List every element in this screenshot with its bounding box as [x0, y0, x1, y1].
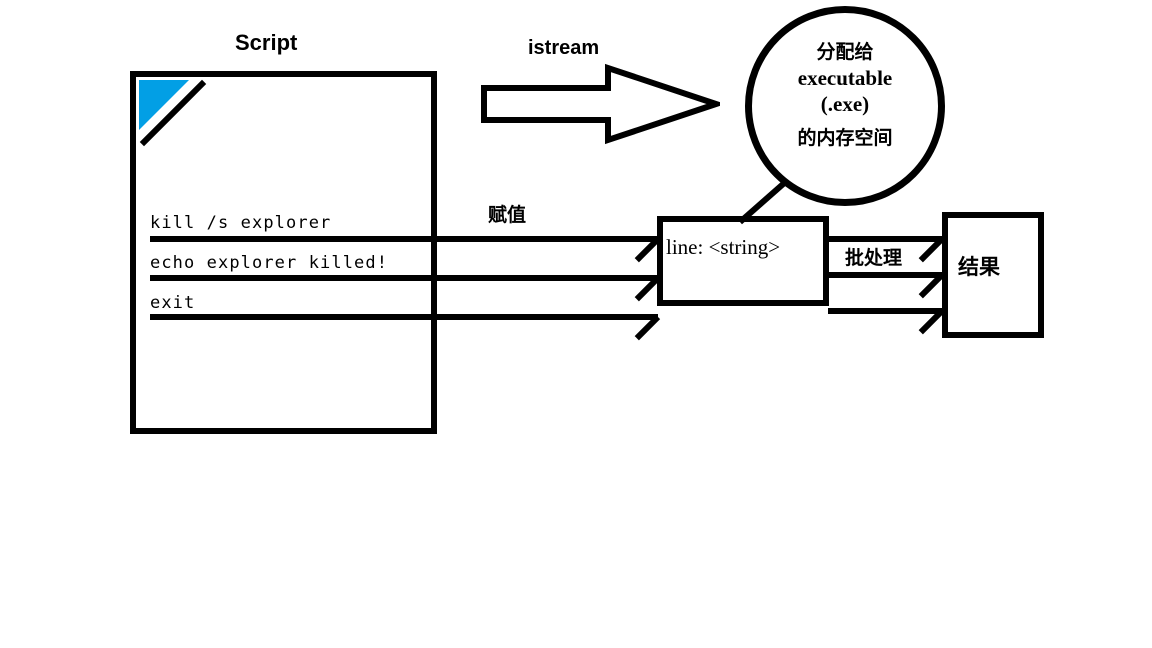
- assign-flow-line-2: [150, 275, 658, 281]
- assign-label: 赋值: [488, 205, 527, 226]
- script-code-line-2: echo explorer killed!: [150, 253, 389, 273]
- script-code-line-3: exit: [150, 293, 196, 313]
- assign-flow-line-3: [150, 314, 658, 320]
- batch-label: 批处理: [845, 248, 903, 269]
- istream-title: istream: [528, 37, 600, 59]
- callout-tail-line: [738, 175, 792, 225]
- memory-callout-line-3: (.exe): [820, 92, 870, 116]
- script-code-line-1: kill /s explorer: [150, 213, 332, 233]
- folded-corner-fold-line-icon: [133, 74, 209, 150]
- line-string-box: [657, 216, 829, 306]
- batch-flow-line-3: [828, 308, 942, 314]
- memory-callout-line-4: 的内存空间: [797, 128, 893, 150]
- result-label: 结果: [958, 256, 1000, 279]
- script-box: [130, 71, 437, 434]
- memory-callout-line-2: executable: [797, 65, 893, 90]
- memory-callout-line-1: 分配给: [816, 42, 874, 63]
- line-string-label: line: <string>: [666, 235, 781, 259]
- block-arrow-right-icon: [481, 63, 720, 145]
- batch-flow-line-2: [828, 272, 942, 278]
- assign-flow-line-1: [150, 236, 658, 242]
- result-box: [942, 212, 1044, 338]
- batch-flow-line-1: [828, 236, 942, 242]
- script-title: Script: [235, 30, 298, 55]
- memory-callout-circle: 分配给 executable (.exe) 的内存空间: [745, 6, 945, 206]
